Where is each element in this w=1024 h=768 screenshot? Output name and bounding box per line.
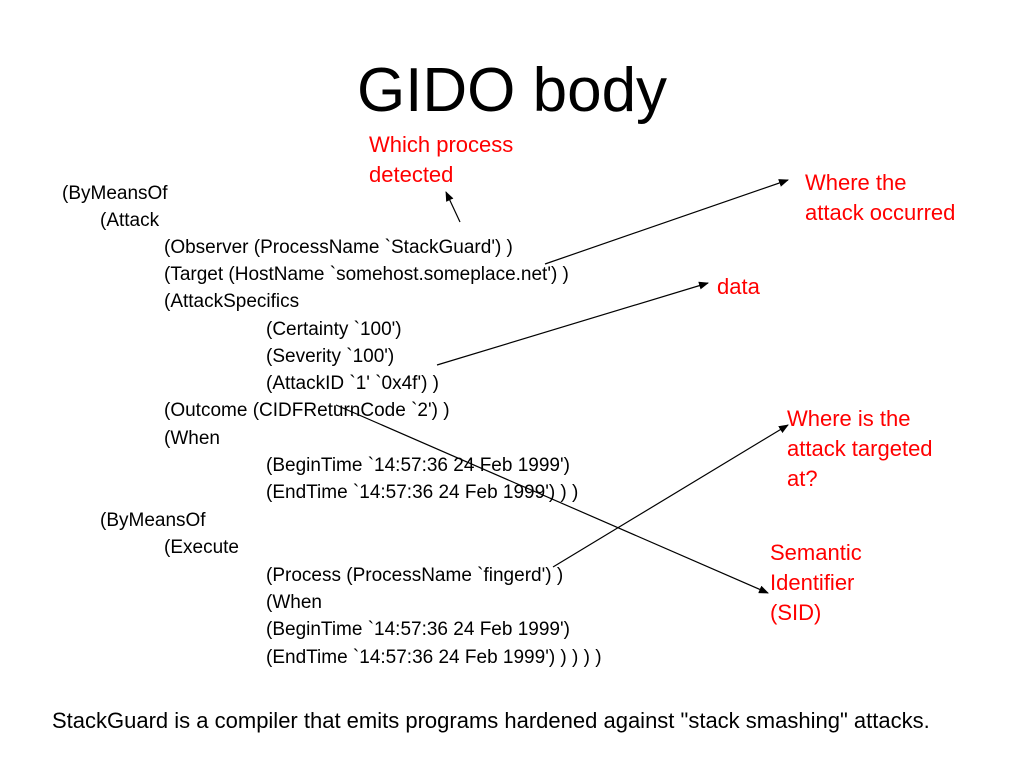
annotation-line: (SID) [770, 600, 822, 625]
arrow-where-targeted [552, 424, 789, 568]
code-line: (Execute [164, 537, 239, 558]
annotation-line: attack targeted [787, 436, 933, 461]
code-line: (Certainty `100') [266, 319, 402, 340]
arrow-which-process [445, 191, 461, 223]
annotation-line: Which process [369, 132, 514, 157]
code-line: (AttackID `1' `0x4f') ) [266, 373, 440, 394]
annotation-line: data [717, 274, 760, 299]
code-line: (BeginTime `14:57:36 24 Feb 1999') [266, 619, 570, 640]
code-line: (Severity `100') [266, 346, 395, 367]
code-line: (EndTime `14:57:36 24 Feb 1999') ) ) [266, 482, 579, 503]
code-line: (Target (HostName `somehost.someplace.ne… [164, 264, 569, 285]
annotation-where-occurred: Where the attack occurred [805, 168, 955, 228]
annotation-line: Where the [805, 170, 907, 195]
code-line: (Process (ProcessName `fingerd') ) [266, 565, 564, 586]
annotation-where-targeted: Where is the attack targeted at? [787, 404, 933, 494]
arrow-data [436, 281, 709, 366]
code-line: (AttackSpecifics [164, 291, 300, 312]
code-line: (Observer (ProcessName `StackGuard') ) [164, 237, 513, 258]
annotation-line: attack occurred [805, 200, 956, 225]
annotation-line: detected [369, 162, 454, 187]
footer-note: StackGuard is a compiler that emits prog… [52, 708, 930, 733]
code-line: (Outcome (CIDFReturnCode `2') ) [164, 400, 450, 421]
annotation-sid: Semantic Identifier (SID) [770, 538, 862, 628]
code-line: (BeginTime `14:57:36 24 Feb 1999') [266, 455, 570, 476]
arrow-where-occurred [544, 179, 789, 265]
code-line: (When [164, 428, 220, 449]
code-line: (Attack [100, 210, 160, 231]
annotation-line: Where is the [787, 406, 911, 431]
code-line: (EndTime `14:57:36 24 Feb 1999') ) ) ) ) [266, 647, 602, 668]
annotation-line: Identifier [770, 570, 855, 595]
annotation-which-process: Which process detected [369, 130, 513, 190]
code-line: (ByMeansOf [62, 183, 168, 204]
annotation-line: Semantic [770, 540, 862, 565]
code-line: (ByMeansOf [100, 510, 206, 531]
slide-title: GIDO body [356, 56, 668, 125]
code-line: (When [266, 592, 322, 613]
annotation-data: data [717, 272, 760, 302]
annotation-line: at? [787, 466, 818, 491]
